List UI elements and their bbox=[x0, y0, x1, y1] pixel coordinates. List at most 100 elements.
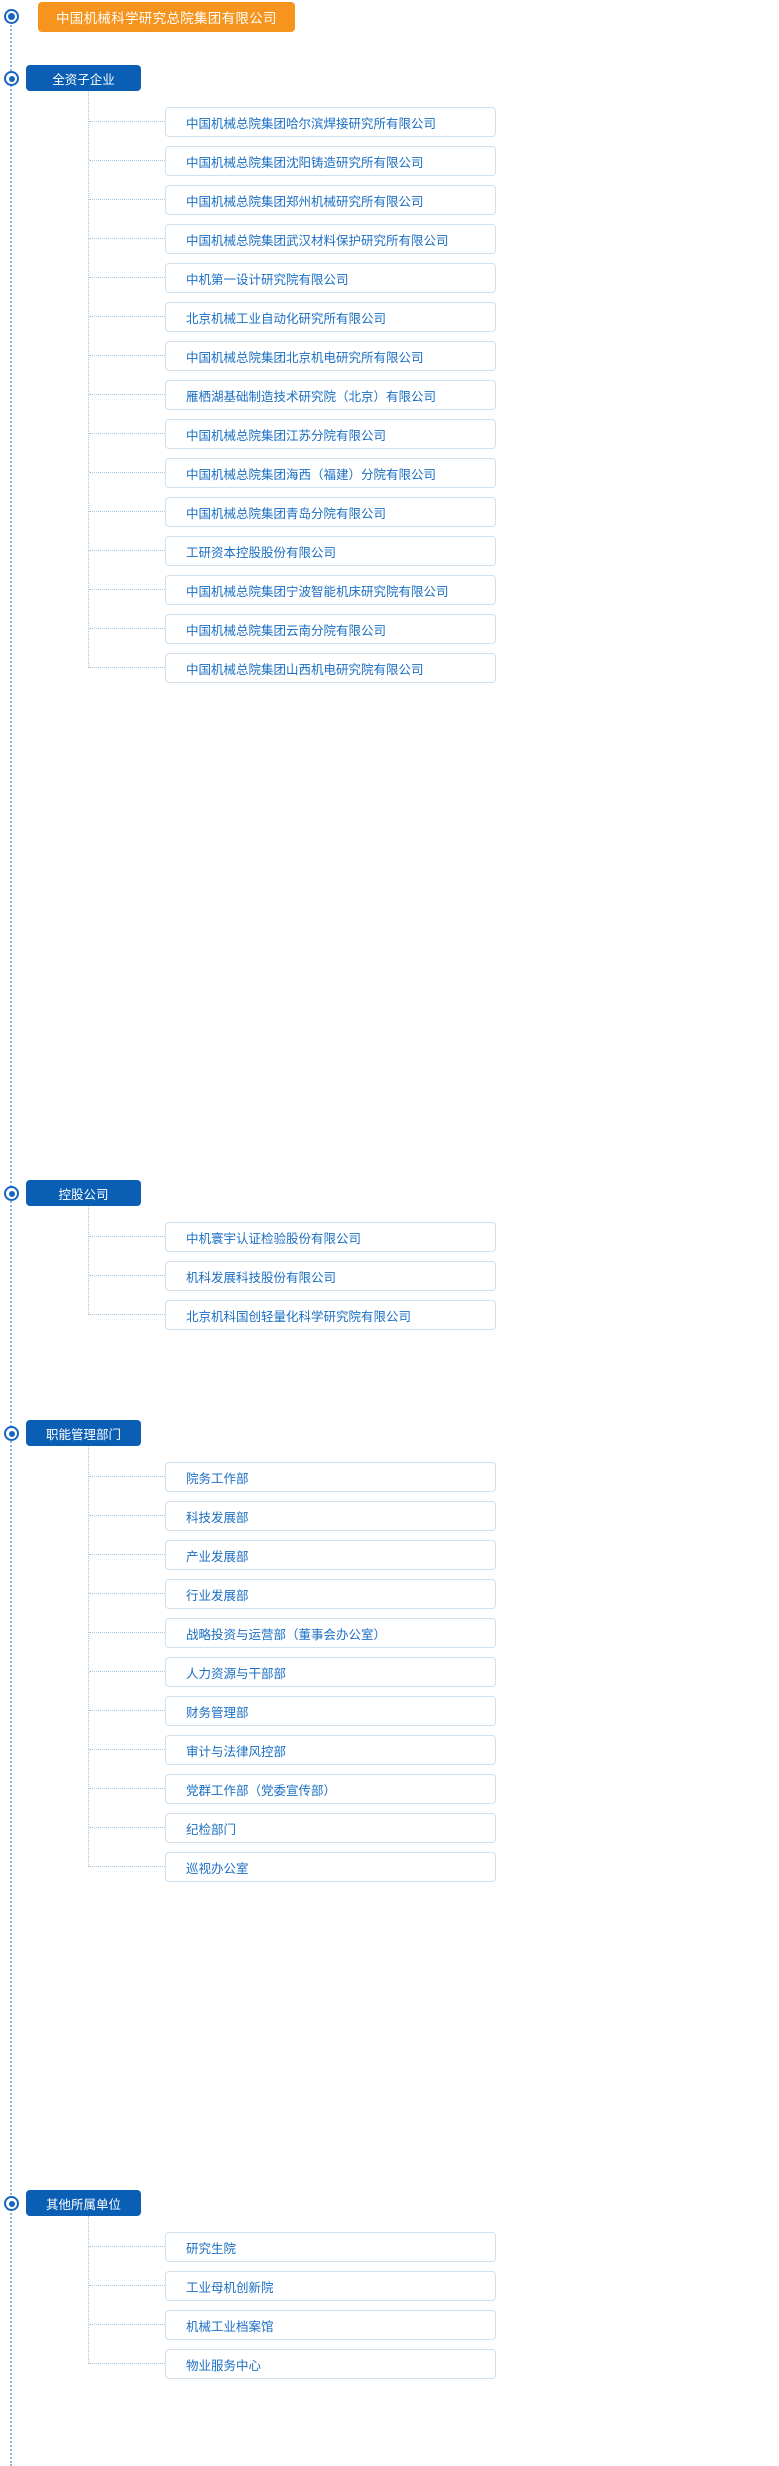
list-item: 工业母机创新院 bbox=[0, 2271, 779, 2301]
connector-line bbox=[89, 550, 165, 551]
org-unit-card[interactable]: 中国机械总院集团沈阳铸造研究所有限公司 bbox=[165, 146, 496, 176]
org-unit-card[interactable]: 战略投资与运营部（董事会办公室） bbox=[165, 1618, 496, 1648]
connector-line bbox=[89, 238, 165, 239]
org-unit-card[interactable]: 雁栖湖基础制造技术研究院（北京）有限公司 bbox=[165, 380, 496, 410]
list-item: 人力资源与干部部 bbox=[0, 1657, 779, 1687]
section-bullet-icon bbox=[4, 1186, 19, 1201]
list-item: 机科发展科技股份有限公司 bbox=[0, 1261, 779, 1291]
connector-line bbox=[89, 1554, 165, 1555]
org-unit-card[interactable]: 中国机械总院集团青岛分院有限公司 bbox=[165, 497, 496, 527]
connector-line bbox=[89, 1275, 165, 1276]
connector-line bbox=[89, 1314, 165, 1315]
list-item: 机械工业档案馆 bbox=[0, 2310, 779, 2340]
org-unit-card[interactable]: 产业发展部 bbox=[165, 1540, 496, 1570]
connector-line bbox=[89, 2324, 165, 2325]
section-header-1[interactable]: 全资子企业 bbox=[26, 65, 141, 91]
list-item: 中国机械总院集团宁波智能机床研究院有限公司 bbox=[0, 575, 779, 605]
connector-line bbox=[89, 316, 165, 317]
org-unit-card[interactable]: 北京机科国创轻量化科学研究院有限公司 bbox=[165, 1300, 496, 1330]
org-unit-card[interactable]: 中国机械总院集团宁波智能机床研究院有限公司 bbox=[165, 575, 496, 605]
org-unit-card[interactable]: 纪检部门 bbox=[165, 1813, 496, 1843]
section-header-3[interactable]: 职能管理部门 bbox=[26, 1420, 141, 1446]
connector-line bbox=[89, 2285, 165, 2286]
org-unit-card[interactable]: 巡视办公室 bbox=[165, 1852, 496, 1882]
root-organization-node[interactable]: 中国机械科学研究总院集团有限公司 bbox=[38, 2, 295, 32]
org-unit-card[interactable]: 院务工作部 bbox=[165, 1462, 496, 1492]
list-item: 中机第一设计研究院有限公司 bbox=[0, 263, 779, 293]
org-unit-card[interactable]: 科技发展部 bbox=[165, 1501, 496, 1531]
list-item: 北京机械工业自动化研究所有限公司 bbox=[0, 302, 779, 332]
list-item: 中国机械总院集团海西（福建）分院有限公司 bbox=[0, 458, 779, 488]
connector-line bbox=[89, 1866, 165, 1867]
list-item: 中国机械总院集团云南分院有限公司 bbox=[0, 614, 779, 644]
section-header-4[interactable]: 其他所属单位 bbox=[26, 2190, 141, 2216]
org-unit-card[interactable]: 中国机械总院集团哈尔滨焊接研究所有限公司 bbox=[165, 107, 496, 137]
org-unit-card[interactable]: 中国机械总院集团山西机电研究院有限公司 bbox=[165, 653, 496, 683]
list-item: 中机寰宇认证检验股份有限公司 bbox=[0, 1222, 779, 1252]
org-unit-card[interactable]: 中机第一设计研究院有限公司 bbox=[165, 263, 496, 293]
list-item: 中国机械总院集团江苏分院有限公司 bbox=[0, 419, 779, 449]
org-unit-card[interactable]: 中国机械总院集团武汉材料保护研究所有限公司 bbox=[165, 224, 496, 254]
org-unit-card[interactable]: 财务管理部 bbox=[165, 1696, 496, 1726]
list-item: 院务工作部 bbox=[0, 1462, 779, 1492]
org-unit-card[interactable]: 中国机械总院集团北京机电研究所有限公司 bbox=[165, 341, 496, 371]
connector-line bbox=[89, 1476, 165, 1477]
connector-line bbox=[89, 1710, 165, 1711]
list-item: 科技发展部 bbox=[0, 1501, 779, 1531]
org-unit-card[interactable]: 研究生院 bbox=[165, 2232, 496, 2262]
connector-line bbox=[89, 667, 165, 668]
org-unit-card[interactable]: 中机寰宇认证检验股份有限公司 bbox=[165, 1222, 496, 1252]
org-unit-card[interactable]: 中国机械总院集团云南分院有限公司 bbox=[165, 614, 496, 644]
connector-line bbox=[89, 1236, 165, 1237]
list-item: 行业发展部 bbox=[0, 1579, 779, 1609]
connector-line bbox=[89, 511, 165, 512]
connector-line bbox=[89, 2246, 165, 2247]
list-item: 中国机械总院集团哈尔滨焊接研究所有限公司 bbox=[0, 107, 779, 137]
connector-line bbox=[89, 589, 165, 590]
connector-line bbox=[89, 2363, 165, 2364]
org-unit-card[interactable]: 中国机械总院集团海西（福建）分院有限公司 bbox=[165, 458, 496, 488]
list-item: 中国机械总院集团北京机电研究所有限公司 bbox=[0, 341, 779, 371]
list-item: 工研资本控股股份有限公司 bbox=[0, 536, 779, 566]
branch-vertical-line bbox=[88, 2216, 89, 2364]
org-unit-card[interactable]: 机科发展科技股份有限公司 bbox=[165, 1261, 496, 1291]
connector-line bbox=[89, 1827, 165, 1828]
branch-vertical-line bbox=[88, 1206, 89, 1315]
list-item: 战略投资与运营部（董事会办公室） bbox=[0, 1618, 779, 1648]
connector-line bbox=[89, 1593, 165, 1594]
list-item: 雁栖湖基础制造技术研究院（北京）有限公司 bbox=[0, 380, 779, 410]
list-item: 中国机械总院集团沈阳铸造研究所有限公司 bbox=[0, 146, 779, 176]
connector-line bbox=[89, 433, 165, 434]
connector-line bbox=[89, 628, 165, 629]
list-item: 产业发展部 bbox=[0, 1540, 779, 1570]
list-item: 研究生院 bbox=[0, 2232, 779, 2262]
list-item: 巡视办公室 bbox=[0, 1852, 779, 1882]
connector-line bbox=[89, 1515, 165, 1516]
list-item: 中国机械总院集团青岛分院有限公司 bbox=[0, 497, 779, 527]
org-unit-card[interactable]: 机械工业档案馆 bbox=[165, 2310, 496, 2340]
org-unit-card[interactable]: 工研资本控股股份有限公司 bbox=[165, 536, 496, 566]
connector-line bbox=[89, 1671, 165, 1672]
org-unit-card[interactable]: 中国机械总院集团江苏分院有限公司 bbox=[165, 419, 496, 449]
connector-line bbox=[89, 199, 165, 200]
list-item: 中国机械总院集团山西机电研究院有限公司 bbox=[0, 653, 779, 683]
org-unit-card[interactable]: 中国机械总院集团郑州机械研究所有限公司 bbox=[165, 185, 496, 215]
list-item: 北京机科国创轻量化科学研究院有限公司 bbox=[0, 1300, 779, 1330]
connector-line bbox=[89, 1749, 165, 1750]
org-unit-card[interactable]: 人力资源与干部部 bbox=[165, 1657, 496, 1687]
list-item: 中国机械总院集团武汉材料保护研究所有限公司 bbox=[0, 224, 779, 254]
org-unit-card[interactable]: 审计与法律风控部 bbox=[165, 1735, 496, 1765]
connector-line bbox=[89, 1788, 165, 1789]
list-item: 财务管理部 bbox=[0, 1696, 779, 1726]
org-unit-card[interactable]: 物业服务中心 bbox=[165, 2349, 496, 2379]
org-unit-card[interactable]: 行业发展部 bbox=[165, 1579, 496, 1609]
org-unit-card[interactable]: 工业母机创新院 bbox=[165, 2271, 496, 2301]
list-item: 物业服务中心 bbox=[0, 2349, 779, 2379]
section-header-2[interactable]: 控股公司 bbox=[26, 1180, 141, 1206]
list-item: 党群工作部（党委宣传部） bbox=[0, 1774, 779, 1804]
root-bullet-icon bbox=[4, 9, 19, 24]
section-bullet-icon bbox=[4, 1426, 19, 1441]
org-unit-card[interactable]: 北京机械工业自动化研究所有限公司 bbox=[165, 302, 496, 332]
section-bullet-icon bbox=[4, 71, 19, 86]
org-unit-card[interactable]: 党群工作部（党委宣传部） bbox=[165, 1774, 496, 1804]
